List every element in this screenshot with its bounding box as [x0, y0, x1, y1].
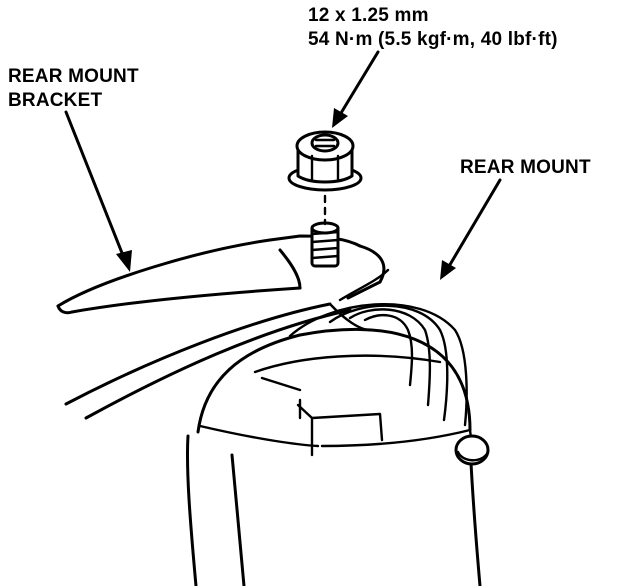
bracket-arm — [56, 234, 390, 420]
leader-bracket — [64, 110, 132, 272]
stud — [310, 221, 340, 268]
fastener-size-label: 12 x 1.25 mm — [308, 5, 429, 26]
side-stud — [454, 434, 490, 466]
torque-spec-label: 54 N·m (5.5 kgf·m, 40 lbf·ft) — [308, 29, 558, 50]
bracket-label-line1: REAR MOUNT — [8, 66, 139, 87]
mount-dome — [196, 303, 472, 457]
bracket-label-line2: BRACKET — [8, 90, 103, 111]
leader-mount — [440, 178, 502, 280]
flange-nut — [287, 130, 363, 192]
leader-nut — [332, 50, 380, 128]
mount-label: REAR MOUNT — [460, 157, 591, 178]
mount-body — [185, 424, 482, 586]
